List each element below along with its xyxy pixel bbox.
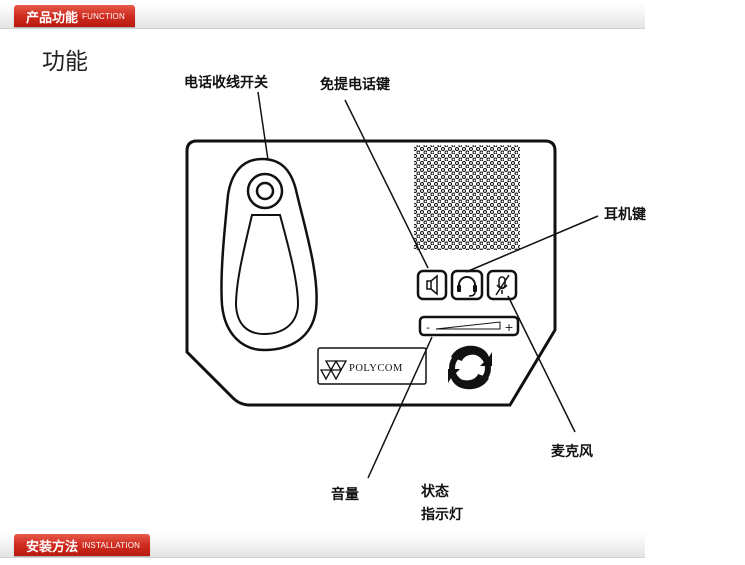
label-volume: 音量 (331, 487, 359, 503)
volume-minus: - (426, 321, 430, 334)
volume-leader (367, 336, 433, 479)
mic-mute-icon (495, 274, 510, 296)
handset-cradle-inner (234, 214, 300, 336)
handsfree-leader (344, 99, 429, 269)
label-status-line2: 指示灯 (421, 507, 463, 523)
headset-icon (457, 276, 477, 297)
headset-button (450, 269, 484, 301)
hook-switch-inner (255, 181, 275, 201)
top-header-bar: 产品功能 FUNCTION (0, 3, 645, 29)
label-microphone: 麦克风 (551, 444, 593, 460)
status-led-icon (448, 345, 492, 390)
page-title: 功能 (42, 49, 88, 75)
function-tab-en: FUNCTION (82, 11, 125, 21)
label-handsfree-key: 免提电话键 (320, 77, 390, 93)
microphone-leader (507, 295, 576, 433)
label-status-line1: 状态 (421, 484, 449, 500)
polycom-badge: POLYCOM (317, 347, 427, 385)
installation-tab-cn: 安装方法 (26, 539, 79, 555)
volume-control: - + (418, 315, 520, 337)
leader-lines (257, 91, 599, 479)
polycom-logo-icon (319, 360, 348, 381)
hook-switch-leader (257, 91, 269, 161)
label-headset-key: 耳机键 (604, 207, 646, 223)
function-tab-cn: 产品功能 (26, 10, 79, 26)
label-hook-switch: 电话收线开关 (184, 75, 268, 91)
speaker-icon (426, 274, 438, 296)
bottom-header-bar: 安装方法 INSTALLATION (0, 532, 645, 558)
headset-leader (465, 215, 599, 273)
brand-name: POLYCOM (349, 363, 403, 374)
function-tab[interactable]: 产品功能 FUNCTION (14, 5, 135, 27)
installation-tab-en: INSTALLATION (82, 540, 141, 550)
speaker-grille (414, 145, 520, 250)
mute-button (486, 269, 518, 301)
volume-plus: + (504, 321, 513, 334)
handsfree-button (416, 269, 448, 301)
installation-tab[interactable]: 安装方法 INSTALLATION (14, 534, 151, 556)
